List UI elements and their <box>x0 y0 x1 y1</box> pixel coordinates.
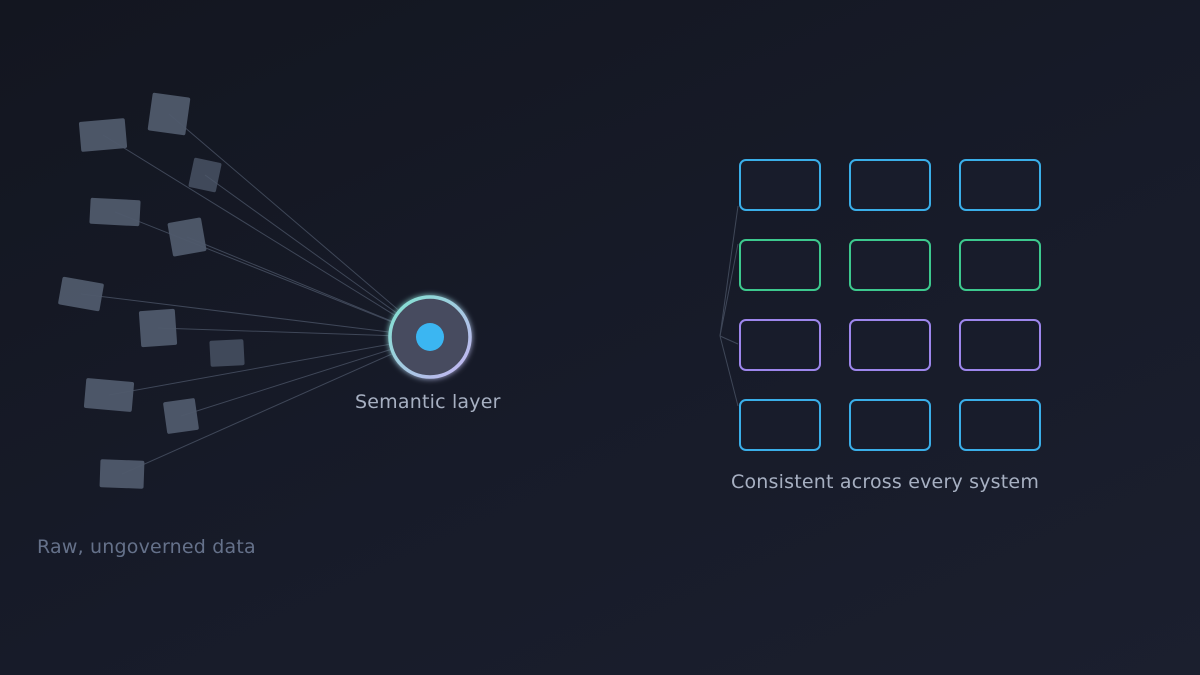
connector-line <box>80 293 431 338</box>
system-output-box <box>959 319 1041 371</box>
consistent-output-grid <box>739 159 1041 451</box>
semantic-layer-hub <box>388 295 472 379</box>
system-output-box <box>739 399 821 451</box>
connector-line <box>157 327 431 338</box>
fan-line <box>719 335 739 345</box>
system-output-box <box>849 399 931 451</box>
raw-data-block <box>58 276 104 312</box>
raw-data-block <box>188 157 222 193</box>
system-output-box <box>739 239 821 291</box>
connector-line <box>180 336 431 417</box>
connector-line <box>108 336 431 396</box>
raw-data-block <box>99 459 145 489</box>
raw-data-block <box>147 92 191 136</box>
connector-line <box>186 236 431 338</box>
system-output-box <box>849 319 931 371</box>
raw-data-block <box>209 339 245 367</box>
system-output-box <box>849 159 931 211</box>
semantic-layer-core <box>416 323 444 351</box>
raw-data-label: Raw, ungoverned data <box>37 536 256 558</box>
connector-lines <box>80 113 431 475</box>
system-output-box <box>739 159 821 211</box>
raw-data-block <box>167 217 207 257</box>
system-output-box <box>959 239 1041 291</box>
connector-line <box>168 113 431 338</box>
connector-line <box>121 336 431 475</box>
semantic-layer-label: Semantic layer <box>355 391 501 413</box>
system-output-box <box>739 319 821 371</box>
connector-line <box>114 211 431 338</box>
raw-data-blocks <box>58 92 245 489</box>
output-fan-lines <box>719 205 739 407</box>
fan-line <box>719 205 739 337</box>
raw-data-block <box>83 378 135 412</box>
fan-line <box>719 243 739 337</box>
raw-data-block <box>89 197 141 227</box>
raw-data-block <box>163 398 199 434</box>
system-output-box <box>959 399 1041 451</box>
consistent-systems-label: Consistent across every system <box>731 471 1040 493</box>
raw-data-block <box>78 118 128 152</box>
connector-line <box>204 174 431 338</box>
system-output-box <box>849 239 931 291</box>
connector-line <box>102 134 431 338</box>
system-output-box <box>959 159 1041 211</box>
raw-data-block <box>138 308 178 348</box>
fan-line <box>719 335 739 407</box>
